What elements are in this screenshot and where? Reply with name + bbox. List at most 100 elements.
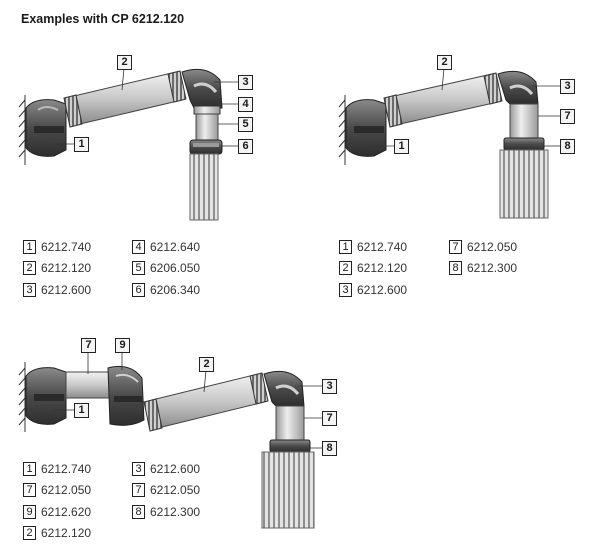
callout-4: 4	[238, 97, 253, 112]
callout-1: 1	[394, 139, 409, 154]
part-code: 6212.050	[150, 483, 201, 498]
part-code: 6212.640	[150, 239, 201, 254]
part-number-box: 8	[132, 504, 145, 519]
wall-hatch	[18, 362, 26, 432]
legend-item: 6 6206.340	[132, 279, 200, 301]
tube-7	[65, 371, 111, 399]
leader-lines	[374, 67, 560, 147]
part-number-box: 1	[23, 461, 36, 476]
legend-column: 1 6212.740 2 6212.120 3 6212.600	[339, 236, 407, 301]
part-number-box: 4	[132, 239, 145, 254]
thread-rings	[63, 70, 187, 128]
wall-mount-1	[345, 99, 387, 157]
callout-2: 2	[199, 357, 214, 372]
part-code: 6212.120	[357, 261, 408, 276]
part-code: 6206.340	[150, 282, 201, 297]
swivel-9	[107, 365, 145, 426]
thread-rings	[383, 72, 503, 128]
part-number-box: 2	[339, 261, 352, 276]
callout-7: 7	[322, 411, 337, 426]
part-code: 6212.740	[357, 239, 408, 254]
wall-hatch	[338, 95, 346, 165]
adapter-8	[269, 439, 311, 453]
thread-rings	[143, 372, 269, 432]
wall-mount-1	[25, 367, 67, 425]
part-code: 6212.620	[41, 504, 92, 519]
legend-item: 2 6212.120	[23, 258, 91, 280]
legend-item: 7 6212.050	[23, 480, 91, 502]
part-number-box: 1	[23, 239, 36, 254]
legend-item: 4 6212.640	[132, 236, 200, 258]
callout-1: 1	[74, 403, 89, 418]
part-code: 6212.050	[41, 483, 92, 498]
part-number-box: 9	[23, 504, 36, 519]
ribbed-hose	[499, 149, 549, 219]
part-code: 6212.600	[150, 461, 201, 476]
legend-item: 8 6212.300	[449, 258, 517, 280]
callout-3: 3	[322, 379, 337, 394]
tube-2	[73, 71, 183, 125]
part-code: 6212.300	[467, 261, 518, 276]
callout-2: 2	[437, 55, 452, 70]
callout-6: 6	[238, 139, 253, 154]
example-3-drawing	[18, 352, 322, 529]
ribbed-hose	[189, 153, 219, 221]
example-1-drawing	[18, 67, 238, 221]
elbow-3	[497, 70, 539, 105]
callout-3: 3	[560, 79, 575, 94]
callout-9: 9	[115, 338, 130, 353]
wall-hatch	[18, 95, 26, 165]
callout-3: 3	[238, 75, 253, 90]
part-code: 6212.600	[357, 282, 408, 297]
leader-lines	[54, 352, 322, 449]
tube-5	[195, 113, 219, 141]
legend-column: 3 6212.600 7 6212.050 8 6212.300	[132, 458, 200, 523]
legend-item: 1 6212.740	[23, 236, 91, 258]
page-title: Examples with CP 6212.120	[21, 12, 185, 26]
part-number-box: 2	[23, 526, 36, 541]
part-code: 6206.050	[150, 261, 201, 276]
part-number-box: 3	[132, 461, 145, 476]
tube-2	[393, 73, 499, 125]
legend-column: 1 6212.740 2 6212.120 3 6212.600	[23, 236, 91, 301]
legend-item: 3 6212.600	[23, 279, 91, 301]
ribbed-hose	[261, 451, 315, 529]
legend-item: 3 6212.600	[339, 279, 407, 301]
part-code: 6212.740	[41, 239, 92, 254]
part-code: 6212.120	[41, 261, 92, 276]
callout-7: 7	[81, 338, 96, 353]
callout-1: 1	[74, 137, 89, 152]
elbow-3	[263, 370, 305, 407]
coupling-4	[193, 105, 221, 115]
part-number-box: 7	[132, 483, 145, 498]
part-number-box: 1	[339, 239, 352, 254]
legend-item: 8 6212.300	[132, 501, 200, 523]
tube-2	[151, 373, 265, 429]
legend-item: 2 6212.120	[339, 258, 407, 280]
part-code: 6212.600	[41, 282, 92, 297]
part-code: 6212.300	[150, 504, 201, 519]
part-number-box: 3	[339, 282, 352, 297]
part-number-box: 7	[449, 239, 462, 254]
legend-item: 1 6212.740	[339, 236, 407, 258]
adapter-6	[189, 139, 223, 155]
part-number-box: 6	[132, 282, 145, 297]
callout-7: 7	[560, 109, 575, 124]
part-number-box: 8	[449, 261, 462, 276]
elbow-3	[181, 68, 223, 109]
legend-item: 3 6212.600	[132, 458, 200, 480]
tube-7	[275, 405, 305, 441]
callout-8: 8	[560, 139, 575, 154]
example-2-drawing	[338, 67, 560, 219]
leader-lines	[54, 67, 238, 147]
part-number-box: 2	[23, 261, 36, 276]
part-number-box: 7	[23, 483, 36, 498]
part-number-box: 3	[23, 282, 36, 297]
